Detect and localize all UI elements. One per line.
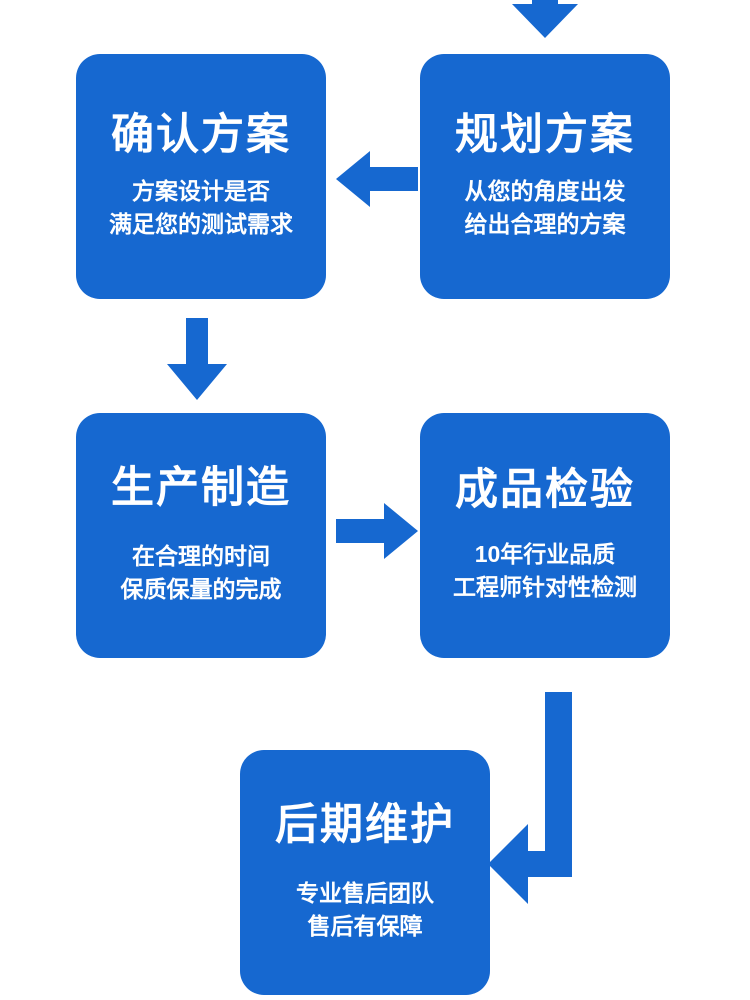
flow-node-subtitle-line: 工程师针对性检测 <box>453 574 637 601</box>
flow-node-confirm-plan[interactable]: 确认方案 方案设计是否 满足您的测试需求 <box>76 54 326 299</box>
flow-node-subtitle-line: 保质保量的完成 <box>120 576 282 603</box>
flow-node-subtitle: 专业售后团队 售后有保障 <box>296 877 434 944</box>
arrow-left-icon <box>336 148 418 210</box>
flow-node-subtitle-line: 10年行业品质 <box>474 540 616 567</box>
arrow-right-icon <box>336 500 418 562</box>
flow-node-subtitle-line: 售后有保障 <box>307 913 423 940</box>
flow-node-title: 生产制造 <box>111 464 291 513</box>
flow-node-subtitle: 方案设计是否 满足您的测试需求 <box>109 175 293 242</box>
flow-node-production[interactable]: 生产制造 在合理的时间 保质保量的完成 <box>76 413 326 658</box>
flow-node-subtitle-line: 专业售后团队 <box>296 879 434 906</box>
flow-node-after-sales-maintenance[interactable]: 后期维护 专业售后团队 售后有保障 <box>240 750 490 995</box>
flow-node-title: 确认方案 <box>111 111 291 160</box>
arrow-down-icon <box>508 0 582 40</box>
flow-node-subtitle-line: 满足您的测试需求 <box>109 211 293 238</box>
flow-node-title: 后期维护 <box>275 801 455 850</box>
flow-node-subtitle-line: 方案设计是否 <box>132 177 270 204</box>
flow-node-subtitle-line: 从您的角度出发 <box>464 177 626 204</box>
flow-node-title: 规划方案 <box>455 111 635 160</box>
flow-node-final-inspection[interactable]: 成品检验 10年行业品质 工程师针对性检测 <box>420 413 670 658</box>
arrow-down-icon <box>165 318 229 402</box>
flow-node-subtitle: 从您的角度出发 给出合理的方案 <box>465 175 626 242</box>
flow-node-subtitle-line: 在合理的时间 <box>132 542 270 569</box>
flow-node-title: 成品检验 <box>455 466 635 515</box>
flow-node-subtitle-line: 给出合理的方案 <box>464 211 626 238</box>
flow-node-subtitle: 在合理的时间 保质保量的完成 <box>121 540 282 607</box>
flow-node-subtitle: 10年行业品质 工程师针对性检测 <box>453 538 637 605</box>
flow-node-plan-design[interactable]: 规划方案 从您的角度出发 给出合理的方案 <box>420 54 670 299</box>
arrow-elbow-down-left-icon <box>488 692 584 904</box>
